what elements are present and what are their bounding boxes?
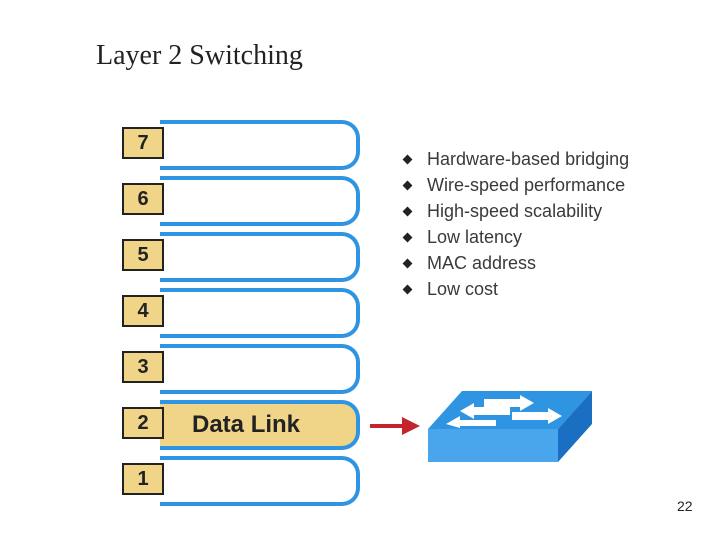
switch-arrow-left-icon bbox=[460, 403, 510, 419]
red-arrow-icon bbox=[370, 417, 420, 435]
feature-text: MAC address bbox=[427, 253, 537, 273]
feature-item: High-speed scalability bbox=[402, 198, 629, 224]
switch-arrow-right-icon bbox=[512, 408, 562, 424]
layer-number-7: 7 bbox=[122, 127, 164, 159]
diamond-bullet-icon bbox=[402, 284, 413, 294]
slide-number: 22 bbox=[677, 498, 693, 514]
diamond-bullet-icon bbox=[402, 180, 413, 190]
diamond-bullet-icon bbox=[402, 258, 413, 268]
layer-bar-7 bbox=[160, 120, 360, 170]
layer-bar-3 bbox=[160, 344, 360, 394]
layer-number-6: 6 bbox=[122, 183, 164, 215]
layer-row-7: 7 bbox=[122, 120, 362, 170]
layer-number-2: 2 bbox=[122, 407, 164, 439]
feature-item: MAC address bbox=[402, 250, 629, 276]
layer-row-2: Data Link 2 bbox=[122, 400, 362, 450]
layer-bar-6 bbox=[160, 176, 360, 226]
layer-row-6: 6 bbox=[122, 176, 362, 226]
feature-text: Hardware-based bridging bbox=[427, 149, 630, 169]
layer-bar-5 bbox=[160, 232, 360, 282]
feature-text: Wire-speed performance bbox=[427, 175, 626, 195]
feature-item: Low cost bbox=[402, 276, 629, 302]
layer-row-1: 1 bbox=[122, 456, 362, 506]
layer-row-5: 5 bbox=[122, 232, 362, 282]
layer-bar-2: Data Link bbox=[160, 400, 360, 450]
layer-name-data-link: Data Link bbox=[192, 411, 301, 438]
feature-text: Low latency bbox=[427, 227, 523, 247]
diamond-bullet-icon bbox=[402, 206, 413, 216]
layer-number-3: 3 bbox=[122, 351, 164, 383]
diamond-bullet-icon bbox=[402, 154, 413, 164]
switch-arrow-left-icon bbox=[446, 416, 496, 428]
slide-title: Layer 2 Switching bbox=[96, 40, 303, 71]
layer-number-1: 1 bbox=[122, 463, 164, 495]
feature-text: Low cost bbox=[427, 279, 499, 299]
feature-item: Low latency bbox=[402, 224, 629, 250]
layer-bar-1 bbox=[160, 456, 360, 506]
diamond-bullet-icon bbox=[402, 232, 413, 242]
feature-item: Hardware-based bridging bbox=[402, 146, 630, 172]
feature-list: Hardware-based bridging Wire-speed perfo… bbox=[402, 146, 630, 302]
layer-row-3: 3 bbox=[122, 344, 362, 394]
layer-bar-4 bbox=[160, 288, 360, 338]
feature-item: Wire-speed performance bbox=[402, 172, 629, 198]
layer2-switch-icon bbox=[428, 391, 592, 462]
layer-number-4: 4 bbox=[122, 295, 164, 327]
feature-text: High-speed scalability bbox=[427, 201, 603, 221]
layer-number-5: 5 bbox=[122, 239, 164, 271]
layer-row-4: 4 bbox=[122, 288, 362, 338]
